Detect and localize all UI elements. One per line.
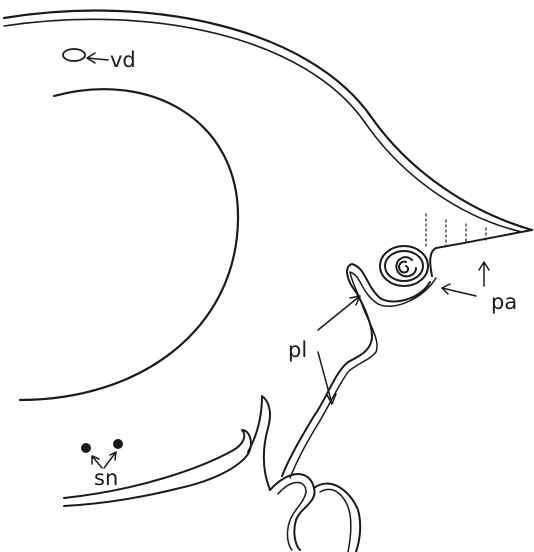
label-sn: sn [94,466,118,490]
sn-dot-right [113,439,123,449]
coiled-structure [380,246,428,286]
vd-pointer-arrow [87,53,108,63]
sn-dot-left [81,443,91,453]
label-pa: pa [491,290,517,314]
outer-body-wall [4,11,532,230]
lower-loop-right-inner [320,489,351,552]
pl-fold-wall-inner [290,272,436,478]
label-vd: vd [110,48,136,72]
lower-wall-segment [64,430,251,506]
lower-loop-left [270,474,315,550]
lower-loop-right [314,484,360,552]
lower-loop-inner [278,483,306,551]
label-pl: pl [288,338,307,362]
pl-fold-wall [282,264,430,476]
large-circular-section [20,89,238,400]
vd-vessel [63,49,85,61]
pa-pointer-arrows [442,262,489,296]
